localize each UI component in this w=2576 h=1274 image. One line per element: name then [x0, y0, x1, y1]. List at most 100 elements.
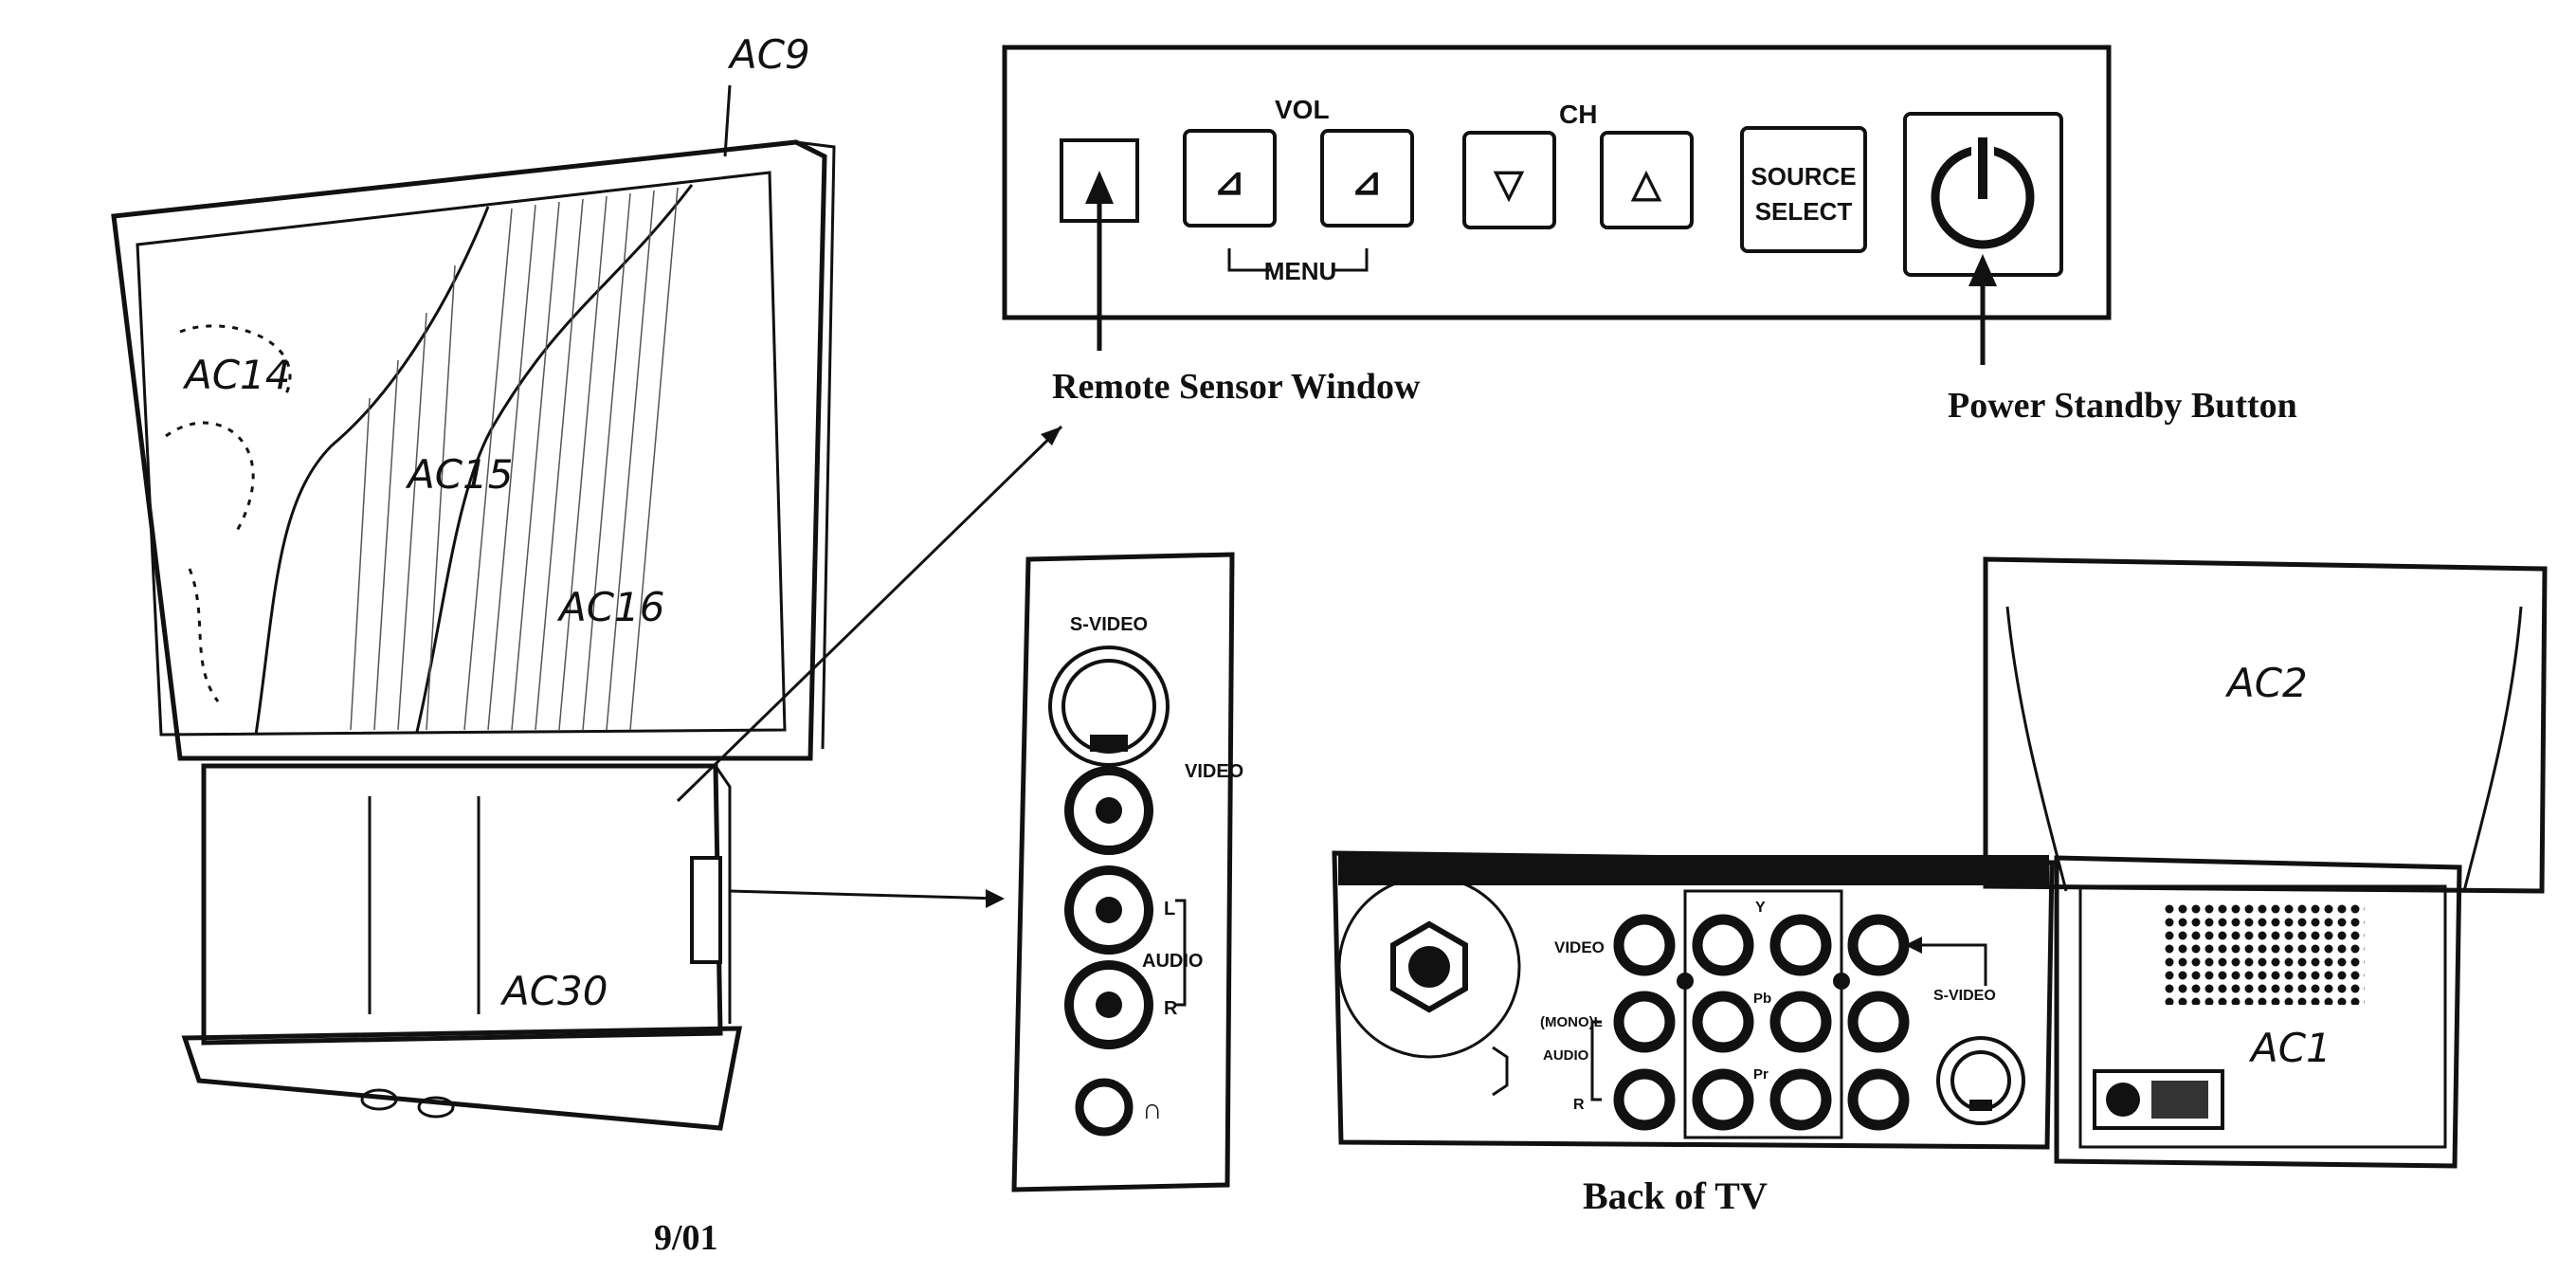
ch-up-symbol: △	[1631, 163, 1662, 205]
back-of-tv-caption: Back of TV	[1583, 1174, 1768, 1217]
vol-label: VOL	[1275, 95, 1330, 124]
menu-bracket	[1227, 248, 1369, 272]
callout-rear-top: AC2	[2224, 660, 2308, 706]
vol-down-button	[1183, 129, 1277, 228]
rear-right-label: R	[1573, 1097, 1585, 1113]
callout-rear-panel: AC1	[2248, 1025, 2331, 1071]
side-audio-bracket	[1175, 899, 1187, 1007]
rear-pr-jack	[1692, 1068, 1754, 1131]
terminal-board-header	[1338, 855, 2049, 885]
ch-label: CH	[1559, 100, 1597, 129]
ch-down-button	[1462, 131, 1556, 229]
rear-pb2-jack	[1769, 991, 1832, 1053]
callout-base: AC30	[499, 968, 608, 1014]
rear-cabinet-contour	[2005, 606, 2523, 892]
side-svideo-key	[1090, 735, 1128, 752]
date-label: 9/01	[654, 1218, 718, 1258]
side-video-label: VIDEO	[1185, 761, 1243, 782]
front-panel-frame	[1002, 45, 2112, 320]
rear-video-jack	[1613, 914, 1676, 976]
rear-pb-jack	[1692, 991, 1754, 1053]
tv-base	[201, 763, 723, 1046]
ch-up-button	[1600, 131, 1694, 229]
component-input-box	[1683, 889, 1843, 1139]
screen-contour	[188, 568, 220, 702]
side-panel-frame	[1011, 552, 1235, 1192]
side-video-pin	[1096, 797, 1122, 824]
rear-audio-label: AUDIO	[1543, 1047, 1589, 1064]
rear-output-right-jack	[1847, 1068, 1910, 1131]
tv-cabinet-side	[795, 140, 836, 750]
rear-audio-right-jack	[1613, 1068, 1676, 1131]
callout-screen-left: AC14	[182, 352, 291, 398]
svideo-bracket	[1914, 943, 1987, 986]
rear-cabinet-top	[1983, 556, 2548, 894]
screen-divider-1	[254, 206, 490, 736]
tv-rear-view: AC2 AC1	[1332, 556, 2548, 1217]
front-control-panel: VOL ⊿ ⊿ MENU CH ▽ △ SOURCE SELECT Remote…	[1002, 45, 2297, 426]
side-svideo-label: S-VIDEO	[1070, 614, 1148, 635]
base-side	[714, 765, 732, 1024]
arrowhead	[1041, 427, 1061, 446]
rear-jack-grid	[1613, 889, 1910, 1139]
source-select-button	[1740, 126, 1867, 253]
rear-y2-jack	[1769, 914, 1832, 976]
screen-contour	[179, 324, 292, 399]
tv-screen-border	[136, 171, 787, 737]
power-inlet-plate	[2151, 1081, 2208, 1119]
arrow-to-side-panel	[729, 889, 1001, 901]
rear-output-video-jack	[1847, 914, 1910, 976]
base-side-jacks	[690, 856, 722, 964]
arrowhead	[1085, 171, 1114, 204]
source-label-line1: SOURCE	[1751, 162, 1856, 191]
rear-mono-label: (MONO)L	[1540, 1014, 1603, 1030]
rear-y-jack	[1692, 914, 1754, 976]
callout-screen-middle: AC15	[405, 451, 514, 498]
power-caption: Power Standby Button	[1948, 386, 2297, 426]
tv-stand-foot	[181, 1026, 743, 1131]
side-input-panel: S-VIDEO VIDEO L AUDIO R ∩	[1011, 552, 1243, 1192]
rear-pr2-jack	[1769, 1068, 1832, 1131]
rear-lower-panel	[2078, 884, 2447, 1149]
side-audio-left-pin	[1096, 897, 1122, 923]
ch-down-symbol: ▽	[1494, 163, 1525, 205]
tv-cabinet-frame	[111, 139, 827, 761]
callout-leader-cabinet	[723, 84, 732, 157]
screen-hatching	[350, 187, 679, 731]
rear-lower-box	[2054, 855, 2462, 1169]
arrowhead	[1968, 254, 1997, 286]
rear-pb-label: Pb	[1753, 991, 1771, 1007]
caster	[417, 1096, 455, 1119]
side-right-label: R	[1164, 998, 1178, 1019]
projection-tv: AC9 AC14 AC15 AC16 AC30	[111, 31, 1063, 1131]
rear-svideo-label: S-VIDEO	[1933, 988, 1996, 1004]
vol-up-button	[1320, 129, 1414, 228]
vol-down-symbol: ⊿	[1213, 161, 1245, 203]
screw	[1833, 973, 1850, 990]
rear-output-left-jack	[1847, 991, 1910, 1053]
side-svideo-jack	[1048, 646, 1170, 767]
rear-svideo-key	[1969, 1100, 1992, 1111]
arrow-to-front-panel	[676, 425, 1063, 803]
power-inlet-socket	[2106, 1083, 2140, 1117]
callout-screen-right: AC16	[556, 584, 665, 630]
source-label-line2: SELECT	[1755, 197, 1853, 226]
rear-y-label: Y	[1755, 900, 1766, 916]
antenna-connector-pin	[1408, 946, 1450, 988]
remote-sensor-caption: Remote Sensor Window	[1052, 367, 1421, 407]
rear-video-label: VIDEO	[1554, 938, 1605, 956]
side-audio-label: AUDIO	[1142, 951, 1203, 972]
headphone-jack	[1075, 1078, 1134, 1137]
speaker-grille	[2161, 901, 2365, 1005]
headphone-symbol: ∩	[1142, 1094, 1163, 1125]
side-audio-right-pin	[1096, 992, 1122, 1018]
arrowhead	[1905, 937, 1922, 954]
screen-contour	[165, 421, 255, 532]
caster	[360, 1088, 398, 1111]
rear-pr-label: Pr	[1753, 1066, 1769, 1083]
callout-cabinet: AC9	[727, 31, 810, 78]
antenna-bracket	[1492, 1046, 1509, 1097]
screw	[1677, 973, 1694, 990]
vol-up-symbol: ⊿	[1351, 161, 1383, 203]
